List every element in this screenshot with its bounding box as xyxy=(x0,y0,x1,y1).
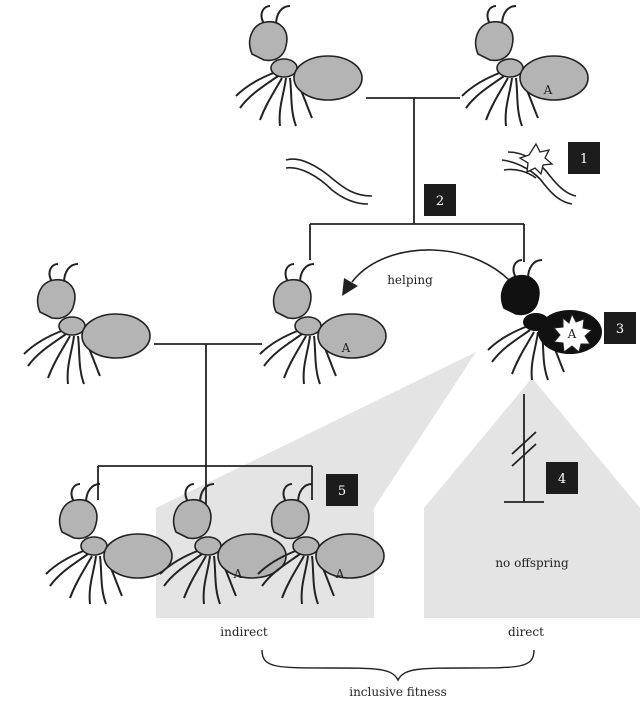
svg-text:2: 2 xyxy=(436,194,444,209)
indirect-fitness-cone xyxy=(156,352,476,508)
ant-icon xyxy=(259,263,387,385)
badge-2: 2 xyxy=(424,184,456,216)
ant-icon xyxy=(23,263,151,385)
allele-label: A xyxy=(543,83,553,97)
sperm-icon xyxy=(285,158,373,205)
helping-arrow xyxy=(351,249,519,291)
allele-label: A xyxy=(567,327,577,341)
badge-4: 4 xyxy=(546,462,578,494)
mutant-ant-icon xyxy=(487,259,602,381)
svg-text:4: 4 xyxy=(558,472,566,487)
direct-fitness-cone xyxy=(424,378,640,508)
svg-text:3: 3 xyxy=(616,322,624,337)
allele-label: A xyxy=(341,341,351,355)
direct-label: direct xyxy=(508,625,544,639)
pedigree-lines xyxy=(97,97,544,504)
arrowhead-icon xyxy=(342,278,358,296)
badge-3: 3 xyxy=(604,312,636,344)
indirect-label: indirect xyxy=(220,625,268,639)
ant-icon xyxy=(45,483,173,605)
no-offspring-label: no offspring xyxy=(495,556,569,570)
starburst-icon xyxy=(518,142,554,176)
badge-1: 1 xyxy=(568,142,600,174)
helping-label: helping xyxy=(387,273,433,287)
inclusive-fitness-label: inclusive fitness xyxy=(349,685,447,697)
svg-text:1: 1 xyxy=(580,152,588,167)
svg-text:5: 5 xyxy=(338,484,346,499)
badge-5: 5 xyxy=(326,474,358,506)
inclusive-fitness-brace xyxy=(261,649,535,682)
allele-label: A xyxy=(233,567,243,581)
sperm-with-mutation xyxy=(501,151,577,205)
allele-label: A xyxy=(335,567,345,581)
direct-fitness-area xyxy=(424,508,640,618)
ant-icon xyxy=(461,5,589,127)
ant-icon xyxy=(235,5,363,127)
